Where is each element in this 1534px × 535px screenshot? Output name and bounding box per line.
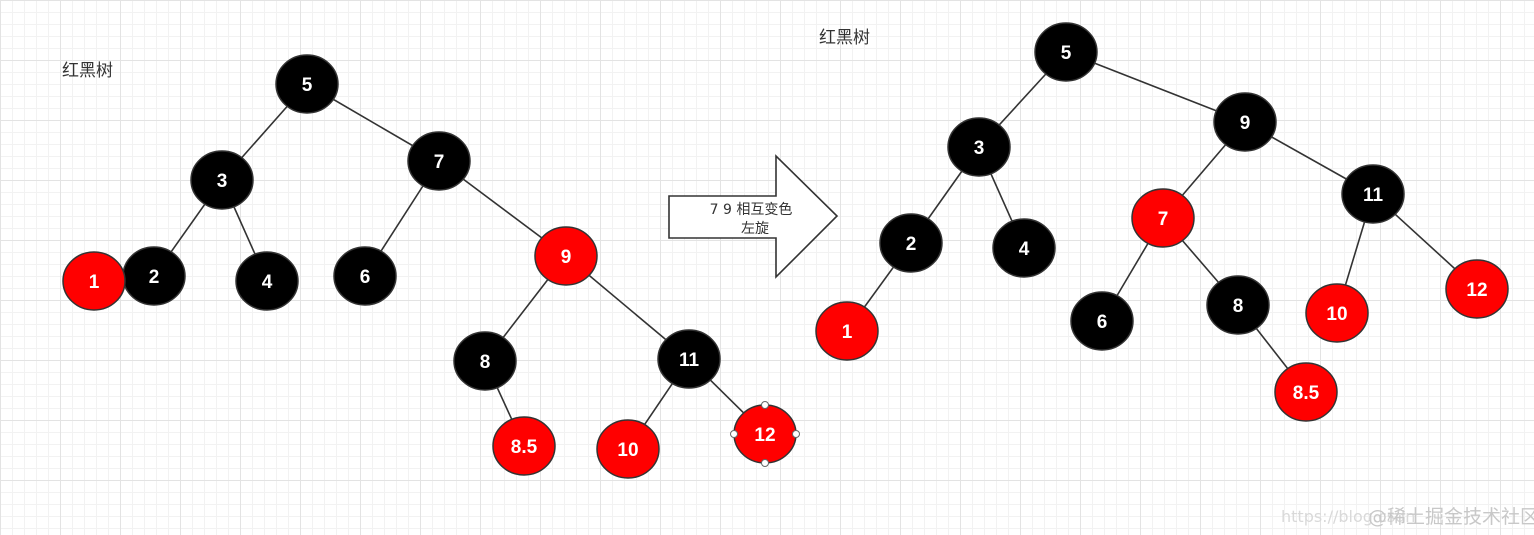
- node-label: 1: [89, 272, 100, 293]
- node-label: 5: [1061, 43, 1072, 64]
- node-label: 6: [360, 267, 371, 288]
- red-node-circle: [534, 226, 598, 286]
- black-node-circle: [879, 213, 943, 273]
- tree-node-R9[interactable]: 9: [1213, 92, 1277, 152]
- left-tree-caption: 红黑树: [62, 61, 113, 81]
- tree-node-R2[interactable]: 2: [879, 213, 943, 273]
- tree-node-L2[interactable]: 2: [122, 246, 186, 306]
- watermark-url: https://blog.csdn: [1281, 507, 1415, 526]
- red-node-circle: [492, 416, 556, 476]
- tree-node-L8.5[interactable]: 8.5: [492, 416, 556, 476]
- node-label: 11: [1363, 185, 1384, 206]
- tree-node-R7[interactable]: 7: [1131, 188, 1195, 248]
- arrow-label-line1: 7 9 相互变色: [710, 201, 793, 218]
- tree-node-R5[interactable]: 5: [1034, 22, 1098, 82]
- node-label: 9: [561, 247, 572, 268]
- resize-handle[interactable]: [761, 459, 769, 467]
- watermark-brand: @稀土掘金技术社区: [1368, 506, 1534, 528]
- red-node-circle: [596, 419, 660, 479]
- resize-handle[interactable]: [761, 401, 769, 409]
- node-label: 8.5: [1293, 383, 1320, 404]
- tree-node-L7[interactable]: 7: [407, 131, 471, 191]
- tree-node-R8.5[interactable]: 8.5: [1274, 362, 1338, 422]
- node-label: 4: [1019, 239, 1030, 260]
- black-node-circle: [235, 251, 299, 311]
- black-node-circle: [1341, 164, 1405, 224]
- watermark: https://blog.csdn @稀土掘金技术社区: [1281, 506, 1534, 528]
- right-arrow-shape: [668, 154, 839, 279]
- tree-node-L9[interactable]: 9: [534, 226, 598, 286]
- selection-handles: [730, 401, 800, 467]
- black-node-circle: [407, 131, 471, 191]
- node-label: 10: [1326, 304, 1347, 325]
- black-node-circle: [1070, 291, 1134, 351]
- node-label: 12: [754, 425, 775, 446]
- node-label: 5: [302, 75, 313, 96]
- resize-handle[interactable]: [730, 430, 738, 438]
- red-node-circle: [1305, 283, 1369, 343]
- tree-node-R1[interactable]: 1: [815, 301, 879, 361]
- tree-node-L10[interactable]: 10: [596, 419, 660, 479]
- black-node-circle: [333, 246, 397, 306]
- tree-node-R4[interactable]: 4: [992, 218, 1056, 278]
- tree-node-L8[interactable]: 8: [453, 331, 517, 391]
- tree-node-L1[interactable]: 1: [62, 251, 126, 311]
- black-node-circle: [1034, 22, 1098, 82]
- red-node-circle: [62, 251, 126, 311]
- tree-node-R11[interactable]: 11: [1341, 164, 1405, 224]
- black-node-circle: [453, 331, 517, 391]
- black-node-circle: [1213, 92, 1277, 152]
- left-tree-nodes: 5 3 7 2 1 4 6 9 8 11 8.5 10 12: [62, 54, 797, 479]
- black-node-circle: [1206, 275, 1270, 335]
- node-label: 8: [480, 352, 491, 373]
- red-node-circle: [1131, 188, 1195, 248]
- tree-node-R8[interactable]: 8: [1206, 275, 1270, 335]
- node-label: 4: [262, 272, 273, 293]
- edge-R5-R9: [1065, 51, 1246, 123]
- tree-node-L3[interactable]: 3: [190, 150, 254, 210]
- red-node-circle: [815, 301, 879, 361]
- black-node-circle: [275, 54, 339, 114]
- node-label: 7: [434, 152, 445, 173]
- red-node-circle: [1445, 259, 1509, 319]
- node-label: 2: [149, 267, 160, 288]
- node-label: 9: [1240, 113, 1251, 134]
- node-label: 10: [617, 440, 638, 461]
- red-node-circle: [1274, 362, 1338, 422]
- node-label: 3: [217, 171, 228, 192]
- tree-node-L4[interactable]: 4: [235, 251, 299, 311]
- node-label: 11: [679, 350, 700, 371]
- node-label: 3: [974, 138, 985, 159]
- tree-node-R6[interactable]: 6: [1070, 291, 1134, 351]
- tree-node-R12[interactable]: 12: [1445, 259, 1509, 319]
- tree-node-R3[interactable]: 3: [947, 117, 1011, 177]
- tree-node-L6[interactable]: 6: [333, 246, 397, 306]
- node-label: 8.5: [511, 437, 538, 458]
- black-node-circle: [947, 117, 1011, 177]
- node-label: 7: [1158, 209, 1169, 230]
- right-tree-caption: 红黑树: [819, 28, 870, 48]
- node-label: 2: [906, 234, 917, 255]
- tree-node-L5[interactable]: 5: [275, 54, 339, 114]
- node-label: 12: [1466, 280, 1487, 301]
- arrow-label-line2: 左旋: [741, 221, 769, 237]
- node-label: 8: [1233, 296, 1244, 317]
- node-label: 6: [1097, 312, 1108, 333]
- black-node-circle: [992, 218, 1056, 278]
- right-tree-nodes: 5 3 9 2 4 1 7 11 6 8 8.5 10 12: [815, 22, 1509, 422]
- black-node-circle: [657, 329, 721, 389]
- resize-handle[interactable]: [792, 430, 800, 438]
- black-node-circle: [190, 150, 254, 210]
- tree-node-L11[interactable]: 11: [657, 329, 721, 389]
- transform-arrow: 7 9 相互变色 左旋: [668, 154, 839, 279]
- tree-node-R10[interactable]: 10: [1305, 283, 1369, 343]
- node-label: 1: [842, 322, 853, 343]
- tree-node-L12[interactable]: 12: [733, 404, 797, 464]
